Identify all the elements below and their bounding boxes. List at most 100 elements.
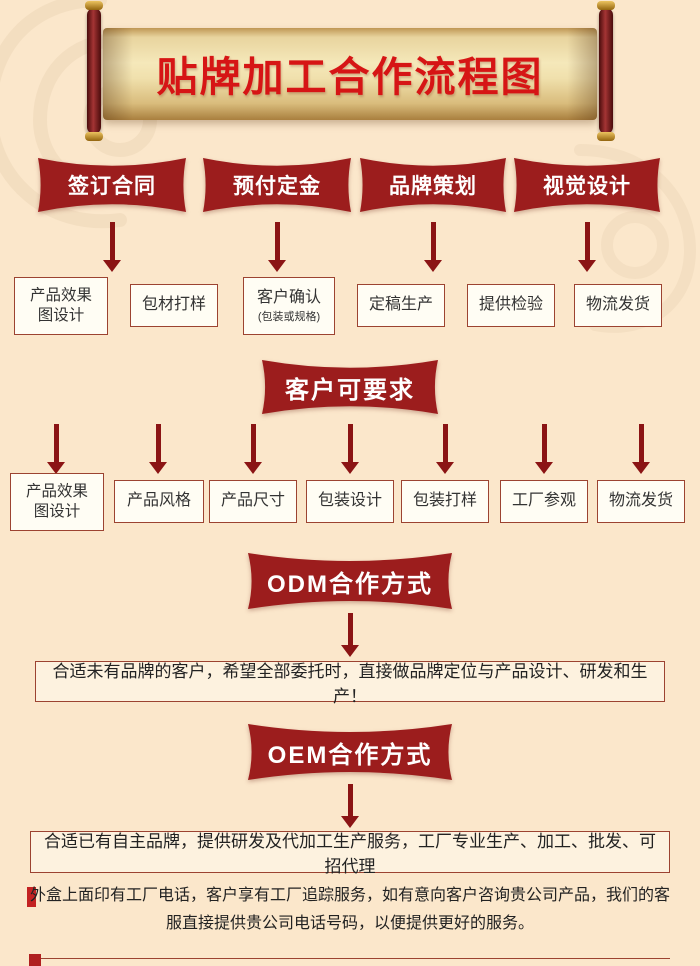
arrow-stem [442, 424, 448, 462]
scroll-rod-left [85, 1, 103, 141]
odm-description-text: 合适未有品牌的客户，希望全部委托时，直接做品牌定位与产品设计、研发和生产！ [52, 661, 648, 706]
ribbon-shape [203, 158, 351, 212]
arrow-stem [347, 424, 353, 462]
flow-arrow [436, 424, 454, 474]
oem-description-box: 合适已有自主品牌，提供研发及代加工生产服务，工厂专业生产、加工、批发、可招代理 [30, 831, 670, 876]
arrow-stem [638, 424, 644, 462]
node-label: 产品尺寸 [220, 492, 285, 510]
oem-banner-label: OEM合作方式 [267, 741, 433, 769]
request-box-packaging-sample: 包装打样 [401, 480, 489, 523]
arrow-head [535, 462, 553, 474]
stage-banner-sign-contract: 签订合同 [38, 158, 186, 212]
request-box-product-size: 产品尺寸 [209, 480, 297, 523]
arrow-head [268, 260, 286, 272]
flow-arrow [424, 222, 442, 272]
ribbon-shape [514, 158, 660, 212]
scroll-parchment: 贴牌加工合作流程图 [103, 28, 597, 120]
flow-arrow [341, 424, 359, 474]
ribbon-shape [38, 158, 186, 212]
oem-banner: OEM合作方式 [248, 724, 452, 780]
node-label: 定稿生产 [368, 296, 433, 314]
flow-arrow [47, 424, 65, 474]
arrow-stem [53, 424, 59, 462]
node-label: 包装打样 [412, 492, 477, 510]
arrow-stem [274, 222, 280, 260]
flow-arrow [632, 424, 650, 474]
stage-banner-label: 签订合同 [68, 175, 156, 198]
arrow-stem [109, 222, 115, 260]
stage-box-final-production: 定稿生产 [357, 284, 445, 327]
stage-banner-label: 品牌策划 [389, 175, 477, 198]
node-label: 产品风格 [126, 492, 191, 510]
arrow-head [341, 645, 359, 657]
node-label: 包材打样 [141, 296, 206, 314]
flow-arrow [149, 424, 167, 474]
stage-box-customer-confirmation: 客户确认 (包装或规格) [243, 277, 335, 335]
oem-description-text: 合适已有自主品牌，提供研发及代加工生产服务，工厂专业生产、加工、批发、可招代理 [44, 832, 656, 876]
scroll-rod-right [597, 1, 615, 141]
stage-banner-label: 视觉设计 [543, 175, 631, 198]
node-label: 客户确认 [256, 288, 321, 306]
stage-banner-visual-design: 视觉设计 [514, 158, 660, 212]
arrow-head [424, 260, 442, 272]
odm-banner-label: ODM合作方式 [267, 570, 433, 598]
arrow-head [244, 462, 262, 474]
odm-description-box: 合适未有品牌的客户，希望全部委托时，直接做品牌定位与产品设计、研发和生产！ [35, 661, 665, 706]
request-box-packaging-design: 包装设计 [306, 480, 394, 523]
node-label: 包装设计 [317, 492, 382, 510]
arrow-head [341, 816, 359, 828]
arrow-stem [347, 613, 353, 645]
arrow-head [47, 462, 65, 474]
flow-arrow [535, 424, 553, 474]
page-title: 贴牌加工合作流程图 [156, 53, 544, 100]
customer-requests-banner: 客户可要求 [262, 360, 438, 414]
customer-requests-label: 客户可要求 [285, 376, 415, 404]
request-box-product-render-design: 产品效果 图设计 [10, 473, 104, 531]
arrow-stem [250, 424, 256, 462]
title-scroll: 贴牌加工合作流程图 [85, 1, 615, 141]
arrow-head [436, 462, 454, 474]
arrow-stem [155, 424, 161, 462]
stage-banner-brand-planning: 品牌策划 [360, 158, 506, 212]
request-box-factory-visit: 工厂参观 [500, 480, 588, 523]
node-label: 工厂参观 [511, 492, 576, 510]
request-box-product-style: 产品风格 [114, 480, 204, 523]
flow-arrow [268, 222, 286, 272]
node-label: 产品效果 图设计 [29, 286, 92, 324]
arrow-stem [584, 222, 590, 260]
odm-banner: ODM合作方式 [248, 553, 452, 609]
node-label: 提供检验 [478, 296, 543, 314]
ribbon-shape [248, 553, 452, 609]
red-bullet-marker [27, 887, 36, 907]
stage-box-inspection: 提供检验 [467, 284, 555, 327]
node-sublabel: (包装或规格) [257, 310, 321, 323]
flow-arrow [341, 613, 359, 657]
arrow-stem [347, 784, 353, 816]
footer-note: 外盒上面印有工厂电话，客户享有工厂追踪服务，如有意向客户咨询贵公司产品，我们的客… [30, 887, 671, 932]
flow-arrow [244, 424, 262, 474]
arrow-head [149, 462, 167, 474]
ribbon-shape [248, 724, 452, 780]
arrow-head [341, 462, 359, 474]
ribbon-shape [360, 158, 506, 212]
flow-arrow [578, 222, 596, 272]
node-label: 物流发货 [585, 296, 650, 314]
arrow-stem [430, 222, 436, 260]
bottom-section-marker [29, 954, 41, 966]
bottom-section-edge [30, 958, 670, 966]
arrow-head [578, 260, 596, 272]
flow-arrow [103, 222, 121, 272]
arrow-head [632, 462, 650, 474]
stage-box-logistics-shipping: 物流发货 [574, 284, 662, 327]
stage-box-product-render-design: 产品效果 图设计 [14, 277, 108, 335]
stage-box-packaging-sample: 包材打样 [130, 284, 218, 327]
request-box-logistics-shipping: 物流发货 [597, 480, 685, 523]
node-label: 产品效果 图设计 [25, 482, 88, 520]
node-label: 物流发货 [608, 492, 673, 510]
ribbon-shape [262, 360, 438, 414]
arrow-head [103, 260, 121, 272]
arrow-stem [541, 424, 547, 462]
stage-banner-label: 预付定金 [233, 175, 321, 198]
flow-arrow [341, 784, 359, 828]
